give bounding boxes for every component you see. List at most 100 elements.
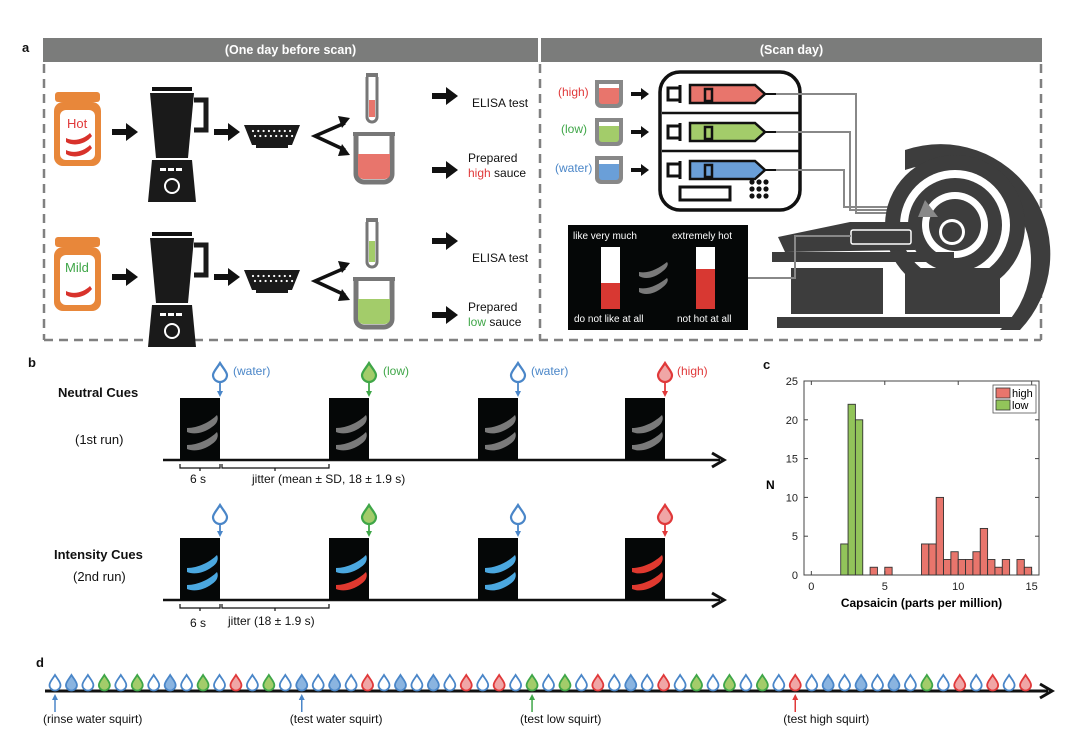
arrow-icon xyxy=(112,268,138,286)
drop-high-icon xyxy=(229,673,243,692)
annotation-label: (test low squirt) xyxy=(520,712,602,726)
drop-low-icon xyxy=(196,673,210,692)
drop-water-test-icon xyxy=(426,673,440,692)
hot-top-label: extremely hot xyxy=(672,231,733,242)
prepared-label-low: Prepared xyxy=(468,300,518,314)
panel-b-letter: b xyxy=(28,355,36,370)
colander-icon xyxy=(244,125,300,148)
screen-cable xyxy=(748,235,851,279)
syringe-high-icon xyxy=(666,83,776,105)
duration-label-run1: 6 s xyxy=(190,472,207,486)
bar-high xyxy=(869,566,878,576)
mild-jar-label: Mild xyxy=(65,260,89,275)
drop-water-rinse-icon xyxy=(607,673,621,692)
pepper-icon xyxy=(336,572,367,591)
like-rating-bar[interactable] xyxy=(601,247,620,309)
drop-water-rinse-icon xyxy=(410,673,424,692)
arrow-icon xyxy=(631,126,649,138)
brace-jitter xyxy=(221,604,330,611)
blender-icon xyxy=(148,87,209,202)
elisa-label-high: ELISA test xyxy=(472,96,529,110)
run2-subtitle: (2nd run) xyxy=(73,569,126,584)
hot-rating-fill xyxy=(696,268,715,309)
drop-water-rinse-icon xyxy=(245,673,259,692)
legend-label-high: high xyxy=(1012,388,1033,400)
pepper-icon xyxy=(632,432,663,451)
time-axis-arrowhead xyxy=(711,591,727,609)
y-axis-label: N xyxy=(766,478,775,492)
drop-water-rinse-icon xyxy=(871,673,884,692)
pepper-icon xyxy=(485,555,516,574)
drop-water-test-icon xyxy=(295,673,309,692)
chili-icon xyxy=(66,286,92,298)
mri-scanner-icon xyxy=(772,144,1051,330)
drop-water-test-icon xyxy=(624,673,638,692)
drop-water-rinse-icon xyxy=(1002,673,1016,692)
drop-water-rinse-icon xyxy=(542,673,555,692)
drop-high-icon xyxy=(1019,673,1032,692)
drop-low-icon xyxy=(525,673,539,692)
pump-button-icon xyxy=(749,179,755,185)
panel-a-letter: a xyxy=(22,40,30,55)
arrow-icon xyxy=(432,232,458,250)
drop-water-rinse-icon xyxy=(213,673,226,692)
colander-icon xyxy=(244,270,300,293)
y-tick-label: 20 xyxy=(786,415,798,427)
legend-swatch-high xyxy=(995,387,1011,399)
sauce-word: sauce xyxy=(489,315,522,329)
drop-water-rinse-icon xyxy=(936,673,950,692)
preparation-diagram xyxy=(54,73,458,347)
drop-water-rinse-icon xyxy=(903,673,917,692)
like-bottom-label: do not like at all xyxy=(574,314,644,325)
drop-water-rinse-icon xyxy=(739,673,753,692)
sauce-cup-icon xyxy=(353,132,395,185)
pepper-icon xyxy=(336,555,367,574)
split-arrow-icon xyxy=(310,121,346,152)
x-tick-label: 15 xyxy=(1026,581,1038,593)
brace-jitter xyxy=(221,464,330,471)
y-tick-label: 0 xyxy=(792,570,798,582)
hot-jar-label: Hot xyxy=(67,116,88,131)
syringe-low-icon xyxy=(666,121,776,143)
pump-button-icon xyxy=(763,179,769,185)
x-axis-label: Capsaicin (parts per million) xyxy=(841,596,1002,610)
pepper-icon xyxy=(485,432,516,451)
pepper-icon xyxy=(336,432,367,451)
cue-label-4: (high) xyxy=(677,364,708,378)
drop-water-rinse-icon xyxy=(311,673,325,692)
arrow-icon xyxy=(214,268,240,286)
drop-high-icon xyxy=(459,673,473,692)
duration-label-run2: 6 s xyxy=(190,616,207,630)
arrow-icon xyxy=(432,87,458,105)
drop-low-icon xyxy=(130,673,144,692)
drop-water-rinse-icon xyxy=(180,673,194,692)
y-tick-label: 15 xyxy=(786,454,798,466)
low-sauce-label: low sauce xyxy=(468,315,521,329)
pump-button-icon xyxy=(749,193,755,199)
arrow-icon xyxy=(112,123,138,141)
y-tick-label: 5 xyxy=(792,531,798,543)
cue-label-2: (low) xyxy=(383,364,409,378)
legend-swatch-low xyxy=(995,399,1011,411)
drop-water-test-icon xyxy=(854,673,868,692)
hot-rating-bar[interactable] xyxy=(696,247,715,309)
drop-water-rinse-icon xyxy=(838,673,852,692)
drop-water-rinse-icon xyxy=(278,673,292,692)
drop-water-rinse-icon xyxy=(48,673,62,692)
cue-label-1: (water) xyxy=(233,364,271,378)
pepper-icon xyxy=(187,555,218,574)
sample-cup-water-icon xyxy=(595,156,623,184)
drop-low-icon xyxy=(723,673,736,692)
header-one-day-before: (One day before scan) xyxy=(43,38,538,62)
high-word: high xyxy=(468,166,491,180)
test-tube-icon xyxy=(365,218,379,269)
drop-water-test-icon xyxy=(887,673,901,692)
chili-icon xyxy=(66,145,92,157)
hot-bottom-label: not hot at all xyxy=(677,314,732,325)
arrow-icon xyxy=(631,88,649,100)
run1-title: Neutral Cues xyxy=(58,385,139,400)
drop-high-icon xyxy=(953,673,967,692)
hot-sauce-jar-icon xyxy=(54,92,101,166)
syringe-label-high: (high) xyxy=(558,85,589,99)
